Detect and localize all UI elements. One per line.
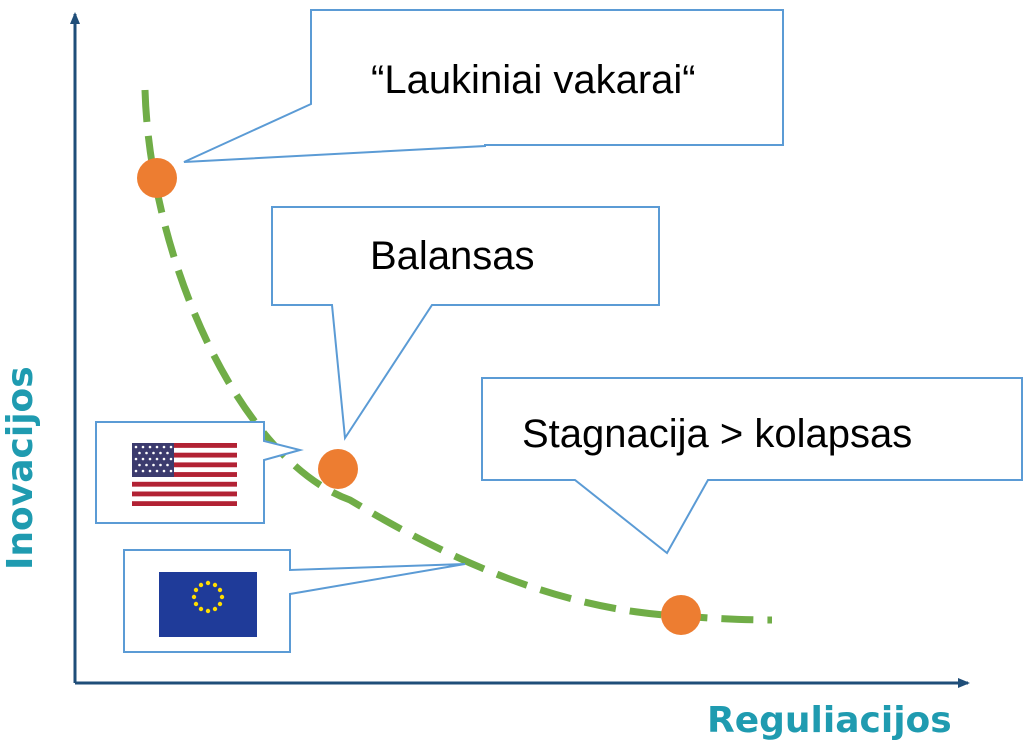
tradeoff-curve [141, 89, 773, 624]
callout-wild-west-label: “Laukiniai vakarai“ [371, 58, 696, 102]
callout-wild-west [183, 9, 784, 163]
callout-balance-label: Balansas [370, 234, 535, 278]
wild-west-point [137, 158, 177, 198]
usa-flag-icon [132, 443, 237, 506]
callout-stagnation [481, 377, 1023, 555]
stagnation-point [661, 595, 701, 635]
callout-balance [271, 206, 660, 441]
eu-flag-icon [159, 572, 257, 637]
balance-point [318, 449, 358, 489]
x-axis-label: Reguliacijos [707, 700, 952, 741]
callout-stagnation-label: Stagnacija > kolapsas [522, 412, 913, 456]
y-axis-label: Inovacijos [0, 366, 41, 570]
